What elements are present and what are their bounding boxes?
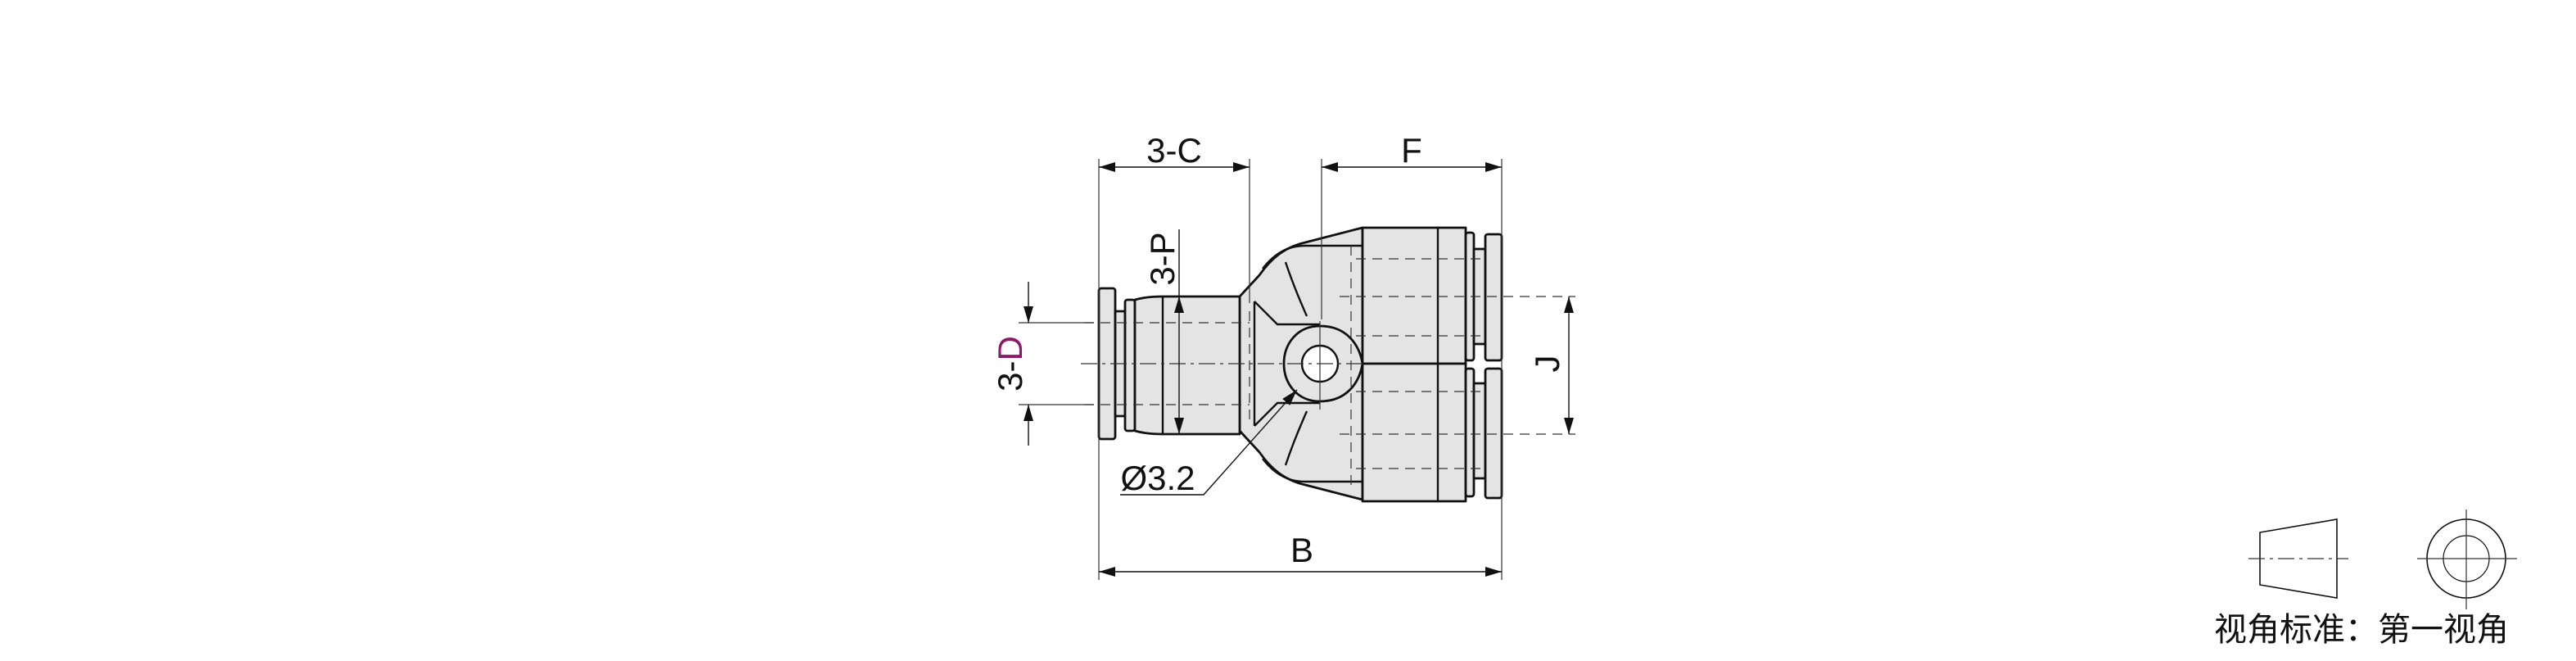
dim-label-f: F bbox=[1401, 131, 1422, 170]
lower-branch-notch bbox=[1254, 401, 1363, 483]
dim-label-3c: 3-C bbox=[1146, 131, 1202, 170]
dimensions: 3-C F B Ø3.2 3-P J 3-D bbox=[991, 131, 1574, 580]
y-union-fitting bbox=[1081, 226, 1575, 503]
projection-standard-caption: 视角标准：第一视角 bbox=[2214, 611, 2509, 649]
first-angle-side-view-icon bbox=[2259, 518, 2338, 599]
dim-label-b: B bbox=[1290, 531, 1313, 569]
dim-label-hole: Ø3.2 bbox=[1120, 459, 1195, 497]
right-release-collar-lower bbox=[1484, 367, 1503, 500]
dim-label-3d: 3-D bbox=[991, 336, 1029, 392]
first-angle-front-view-icon bbox=[2417, 509, 2517, 609]
right-body-lower bbox=[1361, 362, 1467, 503]
dim-label-3d-letter: D bbox=[991, 336, 1029, 360]
left-ring bbox=[1123, 298, 1137, 432]
right-ring-lower bbox=[1464, 367, 1476, 498]
upper-branch-notch bbox=[1254, 244, 1363, 326]
right-body-upper bbox=[1361, 226, 1467, 365]
dim-label-3d-prefix: 3- bbox=[991, 360, 1029, 391]
left-body bbox=[1133, 295, 1241, 436]
hole-leader bbox=[1120, 389, 1298, 496]
dim-label-3p: 3-P bbox=[1143, 232, 1182, 285]
projection-legend: 视角标准：第一视角 bbox=[2214, 509, 2517, 649]
right-stem-lower bbox=[1472, 382, 1487, 480]
right-release-collar-upper bbox=[1484, 233, 1503, 362]
dim-label-j: J bbox=[1528, 355, 1566, 373]
